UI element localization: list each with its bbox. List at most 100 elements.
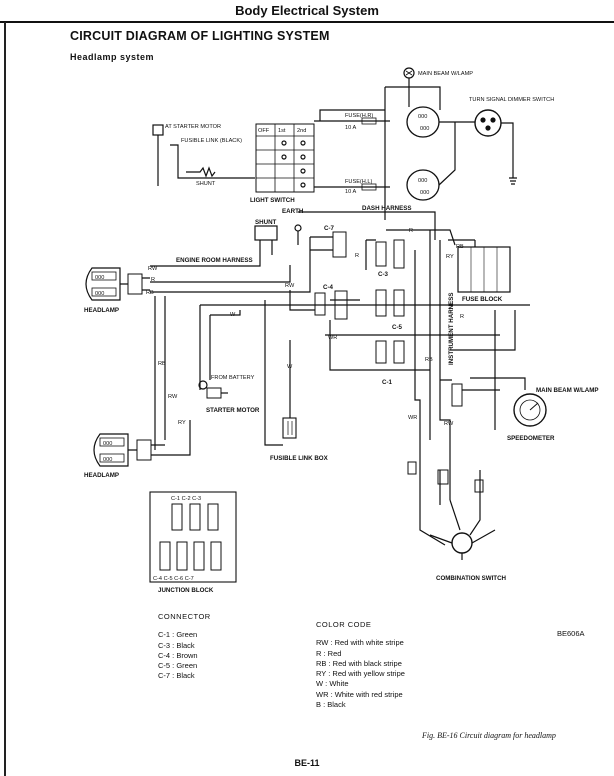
jb-top-labels: C-1 C-2 C-3 [171, 496, 201, 502]
figure-caption: Fig. BE-16 Circuit diagram for headlamp [422, 731, 556, 740]
combination-switch: COMBINATION SWITCH [407, 461, 507, 582]
turn-signal-dimmer-switch: TURN SIGNAL DIMMER SWITCH [469, 97, 554, 185]
wire-label: RW [285, 283, 295, 289]
headlamp-top-digits-1: 000 [95, 275, 104, 281]
engine-room-harness: ENGINE ROOM HARNESS [150, 255, 530, 450]
switch-col-off: OFF [258, 128, 270, 134]
connector-c4: C-4 [314, 284, 500, 371]
wire-label: WR [328, 335, 337, 341]
wire-label: RB [456, 244, 464, 250]
main-beam-lamp-top: MAIN BEAM W/LAMP [403, 67, 473, 79]
shunt-small-label: SHUNT [196, 181, 216, 187]
relay-lower-digits-2: 000 [420, 190, 429, 196]
wire-label: R [460, 314, 464, 320]
instrument-harness-label: INSTRUMENT HARNESS [448, 292, 455, 365]
headlamp-top-label: HEADLAMP [84, 307, 119, 314]
connector-c3: C-3 [365, 229, 456, 278]
at-starter-label: AT STARTER MOTOR [165, 124, 221, 130]
headlamp-bottom-digits-1: 000 [103, 441, 112, 447]
jb-bottom-labels: C-4 C-5 C-6 C-7 [153, 576, 194, 582]
c7-label: C-7 [324, 225, 335, 232]
c1-label: C-1 [382, 379, 393, 386]
wire-label: R [409, 228, 413, 234]
color-code-row: B : Black [316, 700, 346, 710]
color-code-row: RY : Red with yellow stripe [316, 669, 405, 679]
instrument-harness: INSTRUMENT HARNESS [414, 230, 516, 500]
wire-label: RW [444, 421, 454, 427]
main-beam-label-top: MAIN BEAM W/LAMP [418, 71, 473, 77]
c5-label: C-5 [392, 324, 403, 331]
connector-row: C-4 : Brown [158, 650, 198, 660]
light-switch-label: LIGHT SWITCH [250, 197, 295, 204]
turn-signal-label: TURN SIGNAL DIMMER SWITCH [469, 97, 554, 103]
fuse-hl-rating: 10 A [345, 189, 356, 195]
color-code-row: W : White [316, 679, 349, 689]
page-subtitle: Headlamp system [70, 52, 155, 62]
connector-c5: C-5 C-1 [375, 289, 405, 386]
dash-harness-label: DASH HARNESS [362, 205, 412, 212]
fusible-link-light-switch: AT STARTER MOTOR FUSIBLE LINK (BLACK) SH… [152, 109, 385, 204]
headlamp-top-digits-2: 000 [95, 291, 104, 297]
wire-label: RW [168, 394, 178, 400]
battery-starter-group: FROM BATTERY STARTER MOTOR FUSIBLE LINK … [198, 300, 329, 462]
connector-legend: CONNECTOR C-1 : Green C-3 : Black C-4 : … [158, 612, 211, 682]
wire-label: RY [446, 254, 454, 260]
page-number: BE-11 [294, 758, 320, 768]
headlamp-bottom-label: HEADLAMP [84, 472, 119, 479]
combination-switch-label: COMBINATION SWITCH [436, 575, 507, 582]
color-code-legend: COLOR CODE RW : Red with white stripe R … [316, 620, 405, 710]
main-beam-label-2: MAIN BEAM W/LAMP [536, 387, 599, 394]
headlamp-top: 000 000 HEADLAMP [84, 267, 150, 314]
c4-label: C-4 [323, 284, 334, 291]
relay-upper-digits-2: 000 [420, 126, 429, 132]
wire-label: R [151, 277, 155, 283]
relay-upper-digits-1: 000 [418, 114, 427, 120]
wire-label: RB [158, 361, 166, 367]
fuse-hl-label: FUSE(H.L) [345, 179, 372, 185]
speedometer-label: SPEEDOMETER [507, 435, 555, 442]
fusible-link-label: FUSIBLE LINK (BLACK) [181, 138, 242, 144]
connector-c7: C-7 [309, 225, 347, 265]
wire-label: RB [146, 290, 154, 296]
earth-label: EARTH [282, 208, 304, 215]
switch-col-2nd: 2nd [297, 128, 306, 134]
engine-room-harness-label: ENGINE ROOM HARNESS [176, 257, 253, 264]
fuse-hr-label: FUSE(H.R) [345, 113, 373, 119]
color-code-row: RB : Red with black stripe [316, 658, 402, 668]
color-code-row: WR : White with red stripe [316, 689, 403, 699]
from-battery-label: FROM BATTERY [211, 375, 255, 381]
starter-motor-label: STARTER MOTOR [206, 407, 260, 414]
diagram-code: BE606A [557, 629, 585, 638]
junction-block-label: JUNCTION BLOCK [158, 587, 214, 594]
wire-label: RW [148, 266, 158, 272]
wire-label: RB [425, 357, 433, 363]
headlamp-bottom: 000 000 HEADLAMP [84, 420, 191, 479]
shunt-label: SHUNT [255, 219, 277, 226]
connector-heading: CONNECTOR [158, 612, 211, 621]
color-code-heading: COLOR CODE [316, 620, 372, 629]
header-rule [0, 21, 614, 23]
fusible-link-box-label: FUSIBLE LINK BOX [270, 455, 329, 462]
fuse-block: FUSE BLOCK [448, 239, 511, 303]
wire-label: R [355, 253, 359, 259]
header-title: Body Electrical System [235, 3, 379, 18]
relay-lower-digits-1: 000 [418, 178, 427, 184]
wire-label: WR [408, 415, 417, 421]
c3-label: C-3 [378, 271, 389, 278]
color-code-row: RW : Red with white stripe [316, 638, 404, 648]
wire-label: RY [178, 420, 186, 426]
connector-row: C-3 : Black [158, 640, 195, 650]
connector-row: C-5 : Green [158, 661, 198, 671]
page-title: CIRCUIT DIAGRAM OF LIGHTING SYSTEM [70, 29, 330, 43]
connector-row: C-7 : Black [158, 671, 195, 681]
color-code-row: R : Red [316, 648, 342, 658]
connector-row: C-1 : Green [158, 630, 198, 640]
fuse-hr-rating: 10 A [345, 125, 356, 131]
fuse-block-label: FUSE BLOCK [462, 296, 503, 303]
fuse-relay-group: FUSE(H.R) 10 A FUSE(H.L) 10 A 000 000 00… [340, 78, 475, 220]
switch-col-1st: 1st [278, 128, 286, 134]
page-edge-line [4, 22, 6, 776]
page-header: Body Electrical System [0, 0, 614, 23]
speedometer-group: MAIN BEAM W/LAMP SPEEDOMETER [440, 377, 599, 442]
